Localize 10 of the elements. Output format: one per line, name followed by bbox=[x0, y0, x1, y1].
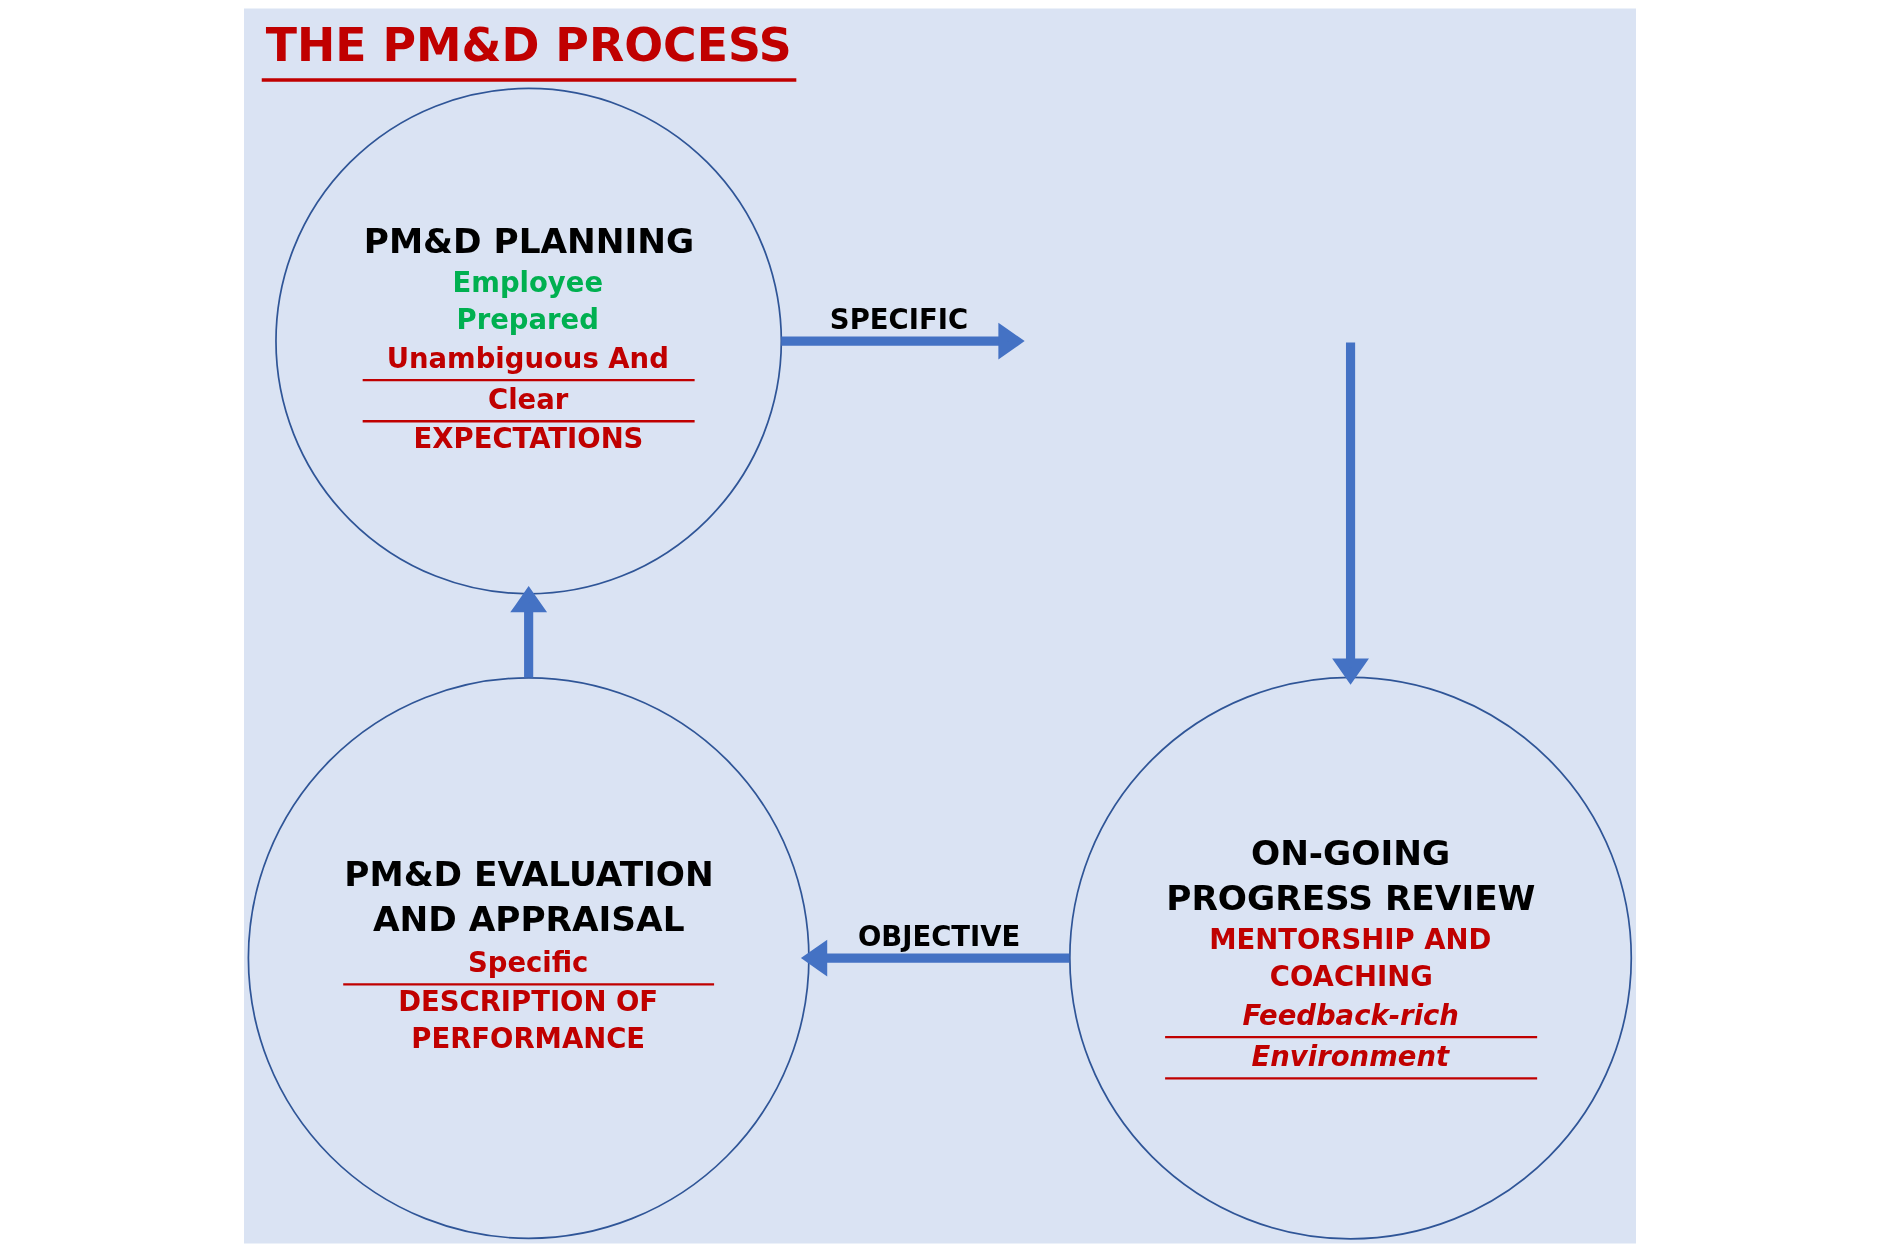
arrow bbox=[1331, 342, 1369, 685]
edge-label: SPECIFIC bbox=[829, 303, 968, 335]
edge-label: OBJECTIVE bbox=[857, 920, 1020, 952]
arrow bbox=[800, 939, 1069, 977]
diagram-title: THE PM&D PROCESS bbox=[265, 19, 792, 73]
node-circle: PM&D EVALUATION AND APPRAISAL Specific DESCRIPTION OF PERFORMANCE bbox=[247, 677, 810, 1240]
arrow bbox=[509, 586, 547, 678]
node-circle: ON-GOING PROGRESS REVIEW MENTORSHIP AND COACHING Feedback-rich Environment bbox=[1068, 676, 1632, 1240]
node-circle: PM&D PLANNING Employee Prepared Unambiguous And Clear EXPECTATIONS bbox=[274, 87, 782, 595]
arrow bbox=[780, 322, 1025, 360]
